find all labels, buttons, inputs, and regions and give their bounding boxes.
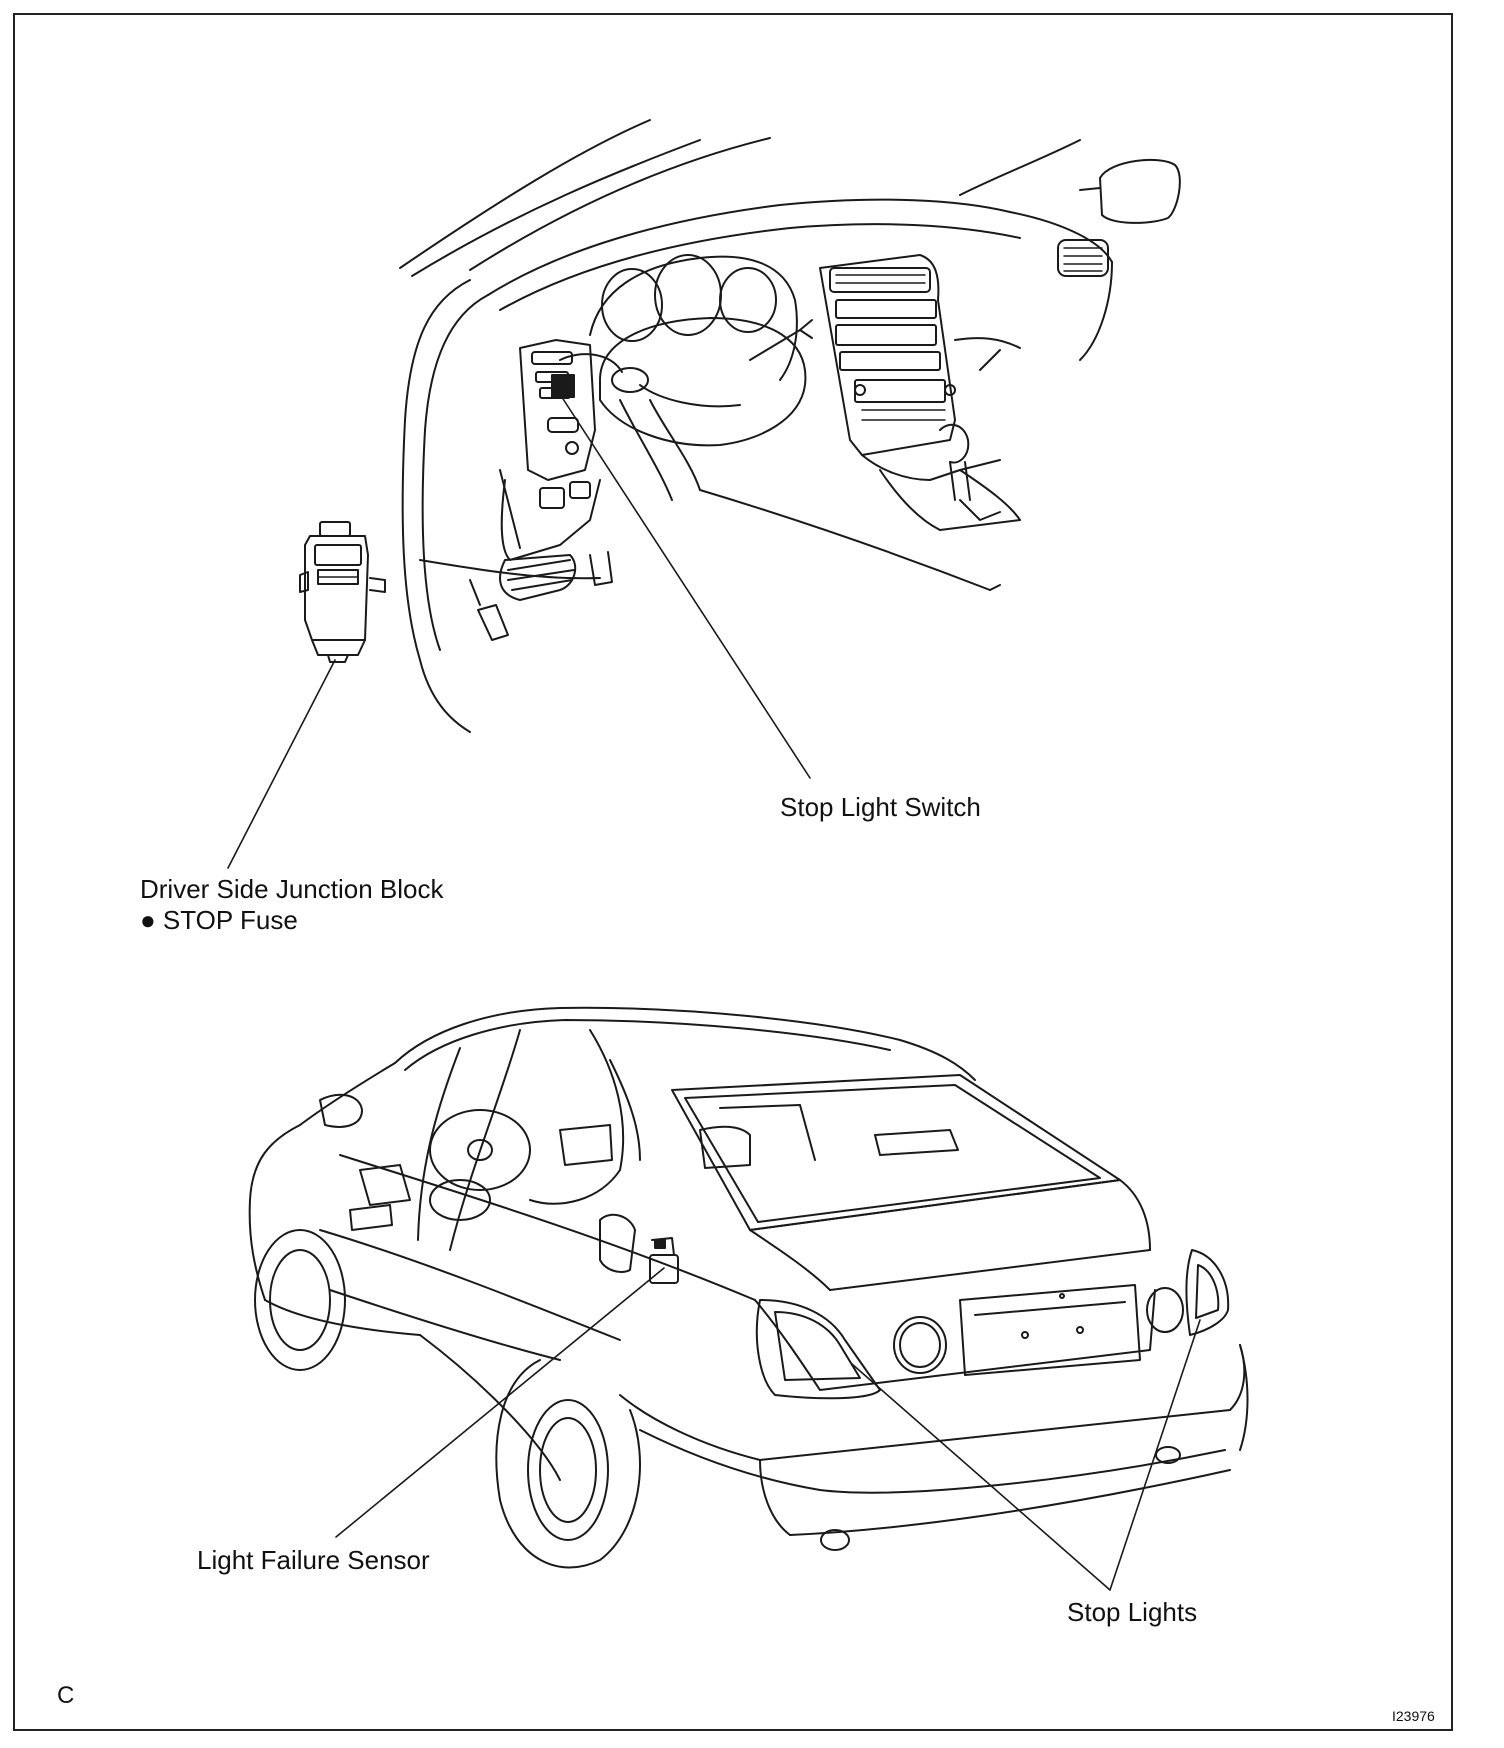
stop-fuse-label: ● STOP Fuse — [140, 905, 298, 935]
stop-light-switch-label: Stop Light Switch — [780, 792, 981, 822]
figure-frame — [13, 13, 1453, 1731]
light-failure-sensor-label: Light Failure Sensor — [197, 1545, 430, 1575]
leader-light-failure-sensor — [335, 1267, 665, 1538]
stop-lights-label: Stop Lights — [1067, 1597, 1198, 1627]
dashboard-illustration — [399, 119, 1181, 733]
car-illustration — [248, 1006, 1249, 1569]
corner-letter: C — [57, 1682, 75, 1709]
figure-id: I23976 — [1392, 1708, 1435, 1724]
leader-junction-block — [227, 659, 336, 869]
leader-stop-light-switch — [551, 381, 811, 779]
junction-block-illustration — [299, 521, 386, 663]
junction-block-label: Driver Side Junction Block — [140, 874, 444, 904]
leader-stop-light-right — [1109, 1319, 1201, 1591]
leader-stop-light-left — [851, 1363, 1111, 1591]
